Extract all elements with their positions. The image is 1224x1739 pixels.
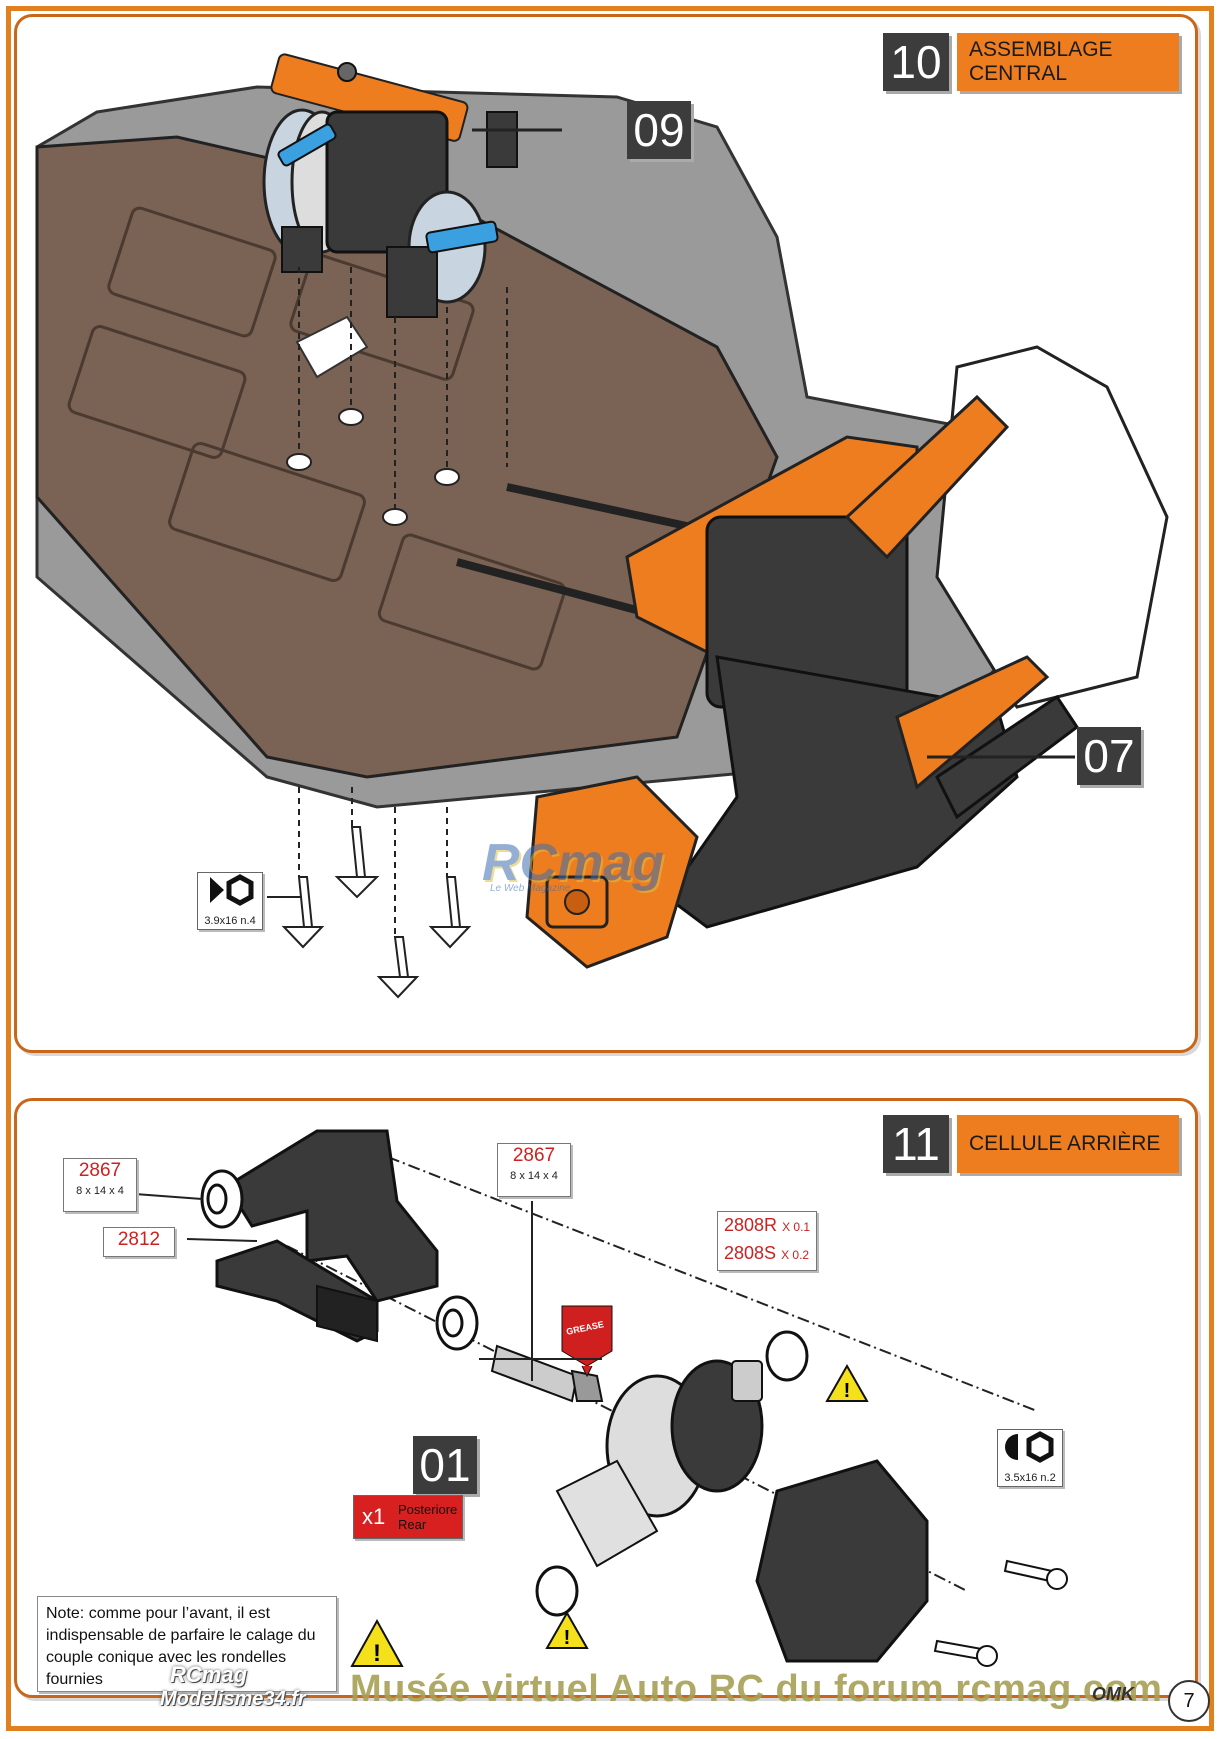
page-frame: [6, 6, 1214, 1731]
diff-badge-line2: Rear: [398, 1517, 427, 1532]
part-label-2867-a-size: 8 x 14 x 4: [76, 1185, 124, 1197]
diff-badge: x1 Posteriore Rear: [353, 1495, 463, 1539]
screw-spec-step11: 3.5x16 n.2: [997, 1429, 1063, 1487]
callout-09: 09: [627, 101, 691, 159]
footer-museum-text: Musée virtuel Auto RC du forum rcmag.com: [350, 1668, 1163, 1710]
rear-differential: [555, 1359, 764, 1568]
shim-2808r-qty: X 0.1: [782, 1220, 811, 1234]
central-diff: [262, 53, 518, 318]
part-label-shims: 2808R X 0.1 2808S X 0.2: [717, 1211, 817, 1271]
hex-screw-icon: [1005, 1431, 1054, 1463]
screw-spec-step11-label: 3.5x16 n.2: [1004, 1472, 1056, 1484]
part-label-2867-b-code: 2867: [512, 1145, 556, 1166]
rcmag-watermark: RCmag Le Web Magazine: [482, 837, 782, 897]
part-label-2867-a: 2867 8 x 14 x 4: [63, 1158, 137, 1212]
chassis-screws: [281, 826, 472, 999]
rear-shock-tower: [625, 394, 1010, 740]
step-title-10-line2: CENTRAL: [969, 62, 1068, 85]
step-10-panel: 10 ASSEMBLAGE CENTRAL 09 07 3.9x16 n.4 R…: [14, 14, 1198, 1053]
callout-07: 07: [1077, 727, 1141, 785]
part-label-2867-a-code: 2867: [78, 1160, 122, 1181]
rear-gearbox-illustration: ! ! !: [134, 1129, 1068, 1667]
step-11-panel: ! ! ! 11 CELLULE ARRIÈRE 2867 8 x 14 x 4…: [14, 1098, 1198, 1698]
rcmag-watermark-brand: RCmag: [482, 834, 665, 892]
part-label-2812: 2812: [103, 1227, 175, 1257]
left-gearbox-half: [215, 1129, 439, 1343]
diff-badge-qty: x1: [362, 1504, 386, 1529]
screw-spec-step10-label: 3.9x16 n.4: [204, 915, 256, 927]
callout-01: 01: [413, 1436, 477, 1494]
part-label-2867-b: 2867 8 x 14 x 4: [497, 1143, 571, 1197]
central-assembly-illustration: [35, 53, 1169, 999]
diff-badge-line1: Posteriore: [398, 1502, 458, 1517]
svg-text:!: !: [844, 1380, 851, 1402]
footer-logo-modelisme: Modelisme34.fr: [160, 1688, 306, 1710]
screw-spec-step10: 3.9x16 n.4: [197, 872, 263, 930]
rear-hub: [525, 775, 699, 969]
part-label-2867-b-size: 8 x 14 x 4: [510, 1170, 558, 1182]
step-title-11: CELLULE ARRIÈRE: [957, 1115, 1179, 1173]
step-title-10: ASSEMBLAGE CENTRAL: [957, 33, 1179, 91]
svg-text:!: !: [564, 1627, 571, 1649]
shim-2808s-qty: X 0.2: [781, 1248, 810, 1262]
rcmag-watermark-tagline: Le Web Magazine: [490, 883, 571, 894]
footer-brand: OMK: [1092, 1684, 1134, 1704]
page-number: 7: [1168, 1680, 1210, 1722]
svg-text:!: !: [373, 1640, 381, 1667]
shim-2808s-code: 2808S: [724, 1243, 777, 1263]
grease-icon: [561, 1305, 613, 1378]
footer-logo-rcmag: RCmag: [170, 1662, 248, 1687]
shim-2808r-code: 2808R: [724, 1215, 778, 1235]
step-number-10: 10: [883, 33, 949, 91]
part-label-2812-code: 2812: [117, 1229, 161, 1250]
warning-icons: ! ! !: [350, 1363, 869, 1667]
step-title-10-line1: ASSEMBLAGE: [969, 38, 1113, 61]
countersunk-screw-icon: [210, 874, 254, 906]
step-number-11: 11: [883, 1115, 949, 1173]
assembly-note: Note: comme pour l’avant, il est indispe…: [37, 1596, 337, 1692]
